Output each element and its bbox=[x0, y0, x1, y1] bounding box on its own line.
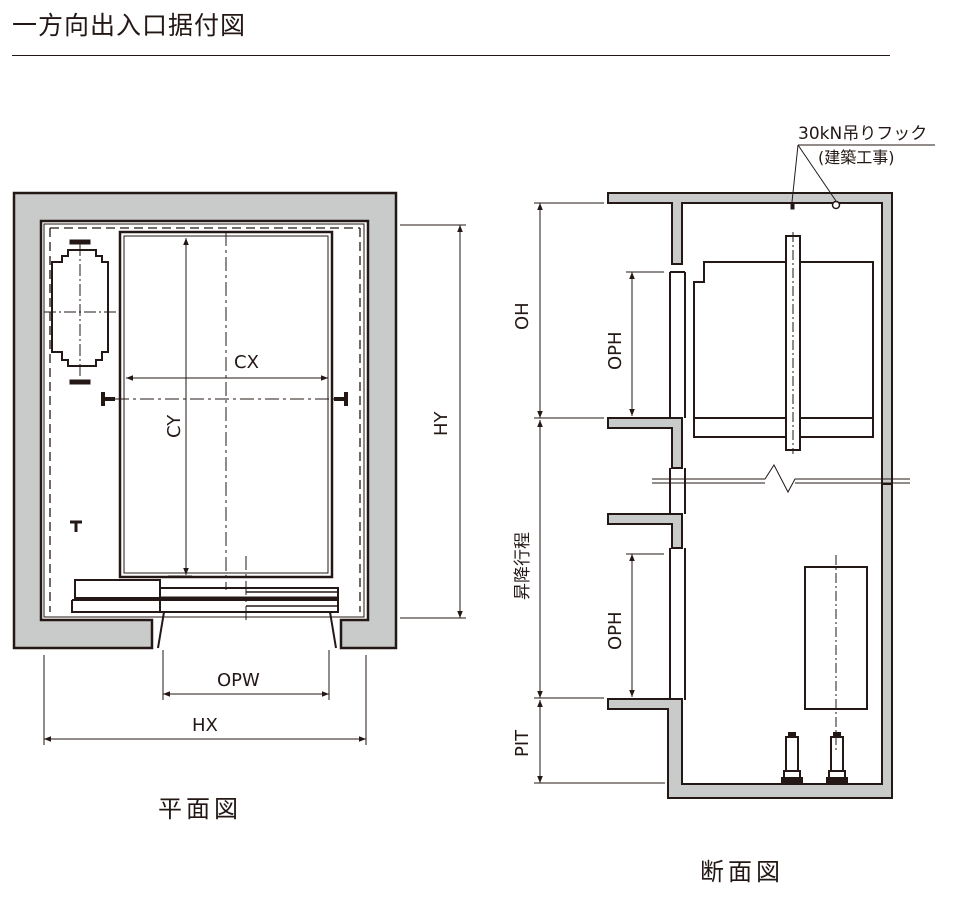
label-oh: OH bbox=[512, 302, 533, 330]
title-divider bbox=[12, 55, 890, 56]
section-view bbox=[534, 144, 935, 799]
floor-slab-upper bbox=[607, 417, 683, 469]
page-title: 一方向出入口据付図 bbox=[12, 11, 247, 40]
plan-view-caption: 平面図 bbox=[158, 795, 242, 823]
hook-note-line1: 30kN吊りフック bbox=[798, 124, 927, 144]
buffers bbox=[781, 732, 848, 784]
plan-view bbox=[12, 191, 466, 745]
label-opw: OPW bbox=[217, 670, 260, 691]
label-pit: PIT bbox=[512, 729, 533, 757]
plan-shaft-wall bbox=[12, 191, 398, 650]
label-hx: HX bbox=[192, 715, 218, 736]
section-view-caption: 断面図 bbox=[700, 858, 784, 886]
label-cy: CY bbox=[164, 414, 185, 438]
counterweight bbox=[51, 249, 109, 367]
floor-slab-lower bbox=[607, 513, 683, 549]
label-oph-bottom: OPH bbox=[605, 611, 626, 650]
label-cx: CX bbox=[234, 352, 259, 373]
section-wall-top bbox=[607, 192, 893, 485]
label-travel: 昇降行程 bbox=[513, 532, 533, 600]
label-oph-top: OPH bbox=[605, 331, 626, 370]
label-hy: HY bbox=[431, 410, 452, 436]
section-car bbox=[693, 261, 874, 438]
section-wall-lower bbox=[607, 483, 893, 799]
hook-note-line2: (建築工事) bbox=[818, 148, 895, 167]
